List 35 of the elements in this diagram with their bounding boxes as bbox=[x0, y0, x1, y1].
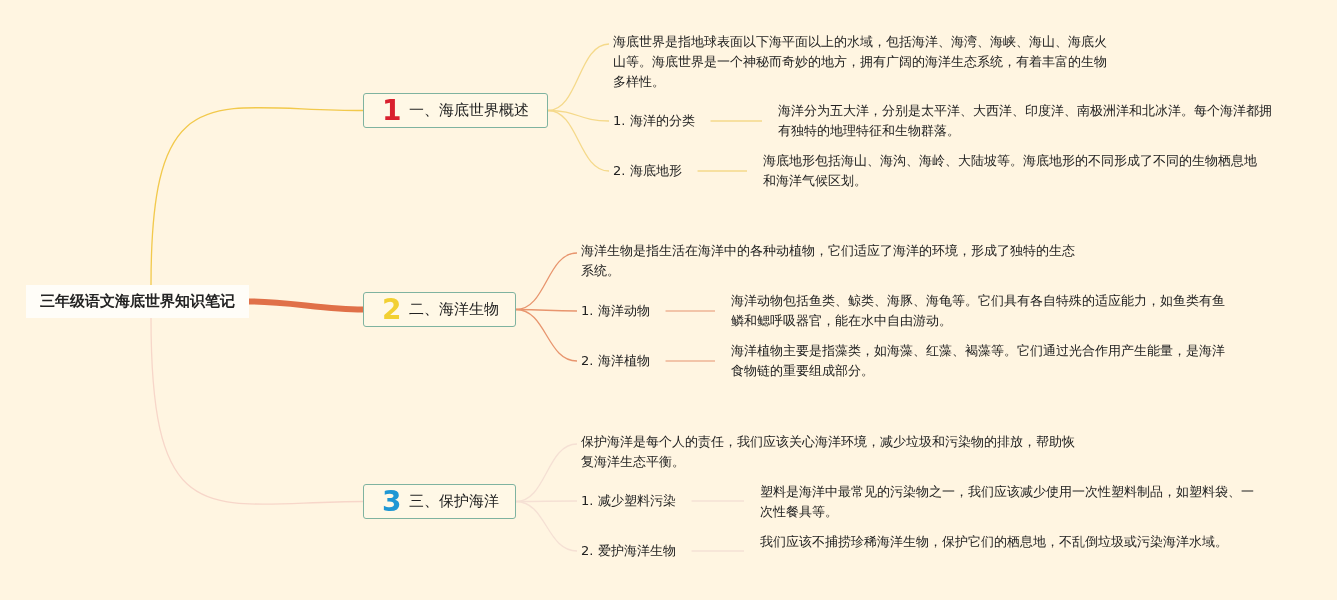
subtopic-text: 2. 海洋植物 bbox=[581, 351, 650, 371]
connector-line bbox=[664, 360, 716, 362]
topic-title: 三、保护海洋 bbox=[409, 492, 500, 511]
topic-number: 3 bbox=[382, 487, 402, 516]
note-text: 保护海洋是每个人的责任，我们应该关心海洋环境，减少垃圾和污染物的排放，帮助恢复海洋生态平衡。 bbox=[581, 432, 1076, 472]
connector-line bbox=[696, 170, 748, 172]
subtopic-text: 1. 减少塑料污染 bbox=[581, 491, 676, 511]
topic-box bbox=[363, 292, 516, 327]
connector-line bbox=[150, 317, 364, 505]
note-text: 塑料是海洋中最常见的污染物之一，我们应该减少使用一次性塑料制品，如塑料袋、一次性餐具等。 bbox=[760, 482, 1255, 522]
note-text: 海洋动物包括鱼类、鲸类、海豚、海龟等。它们具有各自特殊的适应能力，如鱼类有鱼鳞和鳃呼吸器官，能在水中自由游动。 bbox=[731, 291, 1226, 331]
subtopic-text: 1. 海洋的分类 bbox=[613, 111, 695, 131]
note-text: 海洋植物主要是指藻类，如海藻、红藻、褐藻等。它们通过光合作用产生能量，是海洋食物链的重要组成部分。 bbox=[731, 341, 1226, 381]
note-text: 海底世界是指地球表面以下海平面以上的水域，包括海洋、海湾、海峡、海山、海底火山等。海底世界是一个神秘而奇妙的地方，拥有广阔的海洋生态系统，有着丰富的生物多样性。 bbox=[613, 32, 1113, 92]
subtopic-text: 2. 海底地形 bbox=[613, 161, 682, 181]
topic-number: 2 bbox=[382, 295, 402, 324]
connector-line bbox=[515, 500, 578, 552]
connector-line bbox=[664, 310, 716, 312]
connector-line bbox=[248, 298, 364, 313]
topic-title: 二、海洋生物 bbox=[409, 300, 500, 319]
topic-number: 1 bbox=[382, 96, 402, 125]
note-text: 海洋生物是指生活在海洋中的各种动植物，它们适应了海洋的环境，形成了独特的生态系统。 bbox=[581, 241, 1076, 281]
connector-line bbox=[709, 120, 763, 122]
topic-title: 一、海底世界概述 bbox=[409, 101, 530, 120]
topic-box bbox=[363, 484, 516, 519]
note-text: 海底地形包括海山、海沟、海岭、大陆坡等。海底地形的不同形成了不同的生物栖息地和海洋气候区划。 bbox=[763, 151, 1263, 191]
note-text: 海洋分为五大洋，分别是太平洋、大西洋、印度洋、南极洲洋和北冰洋。每个海洋都拥有独特的地理特征和生物群落。 bbox=[778, 101, 1273, 141]
subtopic-text: 1. 海洋动物 bbox=[581, 301, 650, 321]
central-topic: 三年级语文海底世界知识笔记 bbox=[26, 285, 249, 318]
connector-line bbox=[150, 106, 364, 286]
topic-box bbox=[363, 93, 548, 128]
connector-line bbox=[515, 308, 578, 362]
note-text: 我们应该不捕捞珍稀海洋生物，保护它们的栖息地，不乱倒垃圾或污染海洋水域。 bbox=[760, 532, 1255, 552]
connector-line bbox=[547, 109, 610, 172]
subtopic-text: 2. 爱护海洋生物 bbox=[581, 541, 676, 561]
